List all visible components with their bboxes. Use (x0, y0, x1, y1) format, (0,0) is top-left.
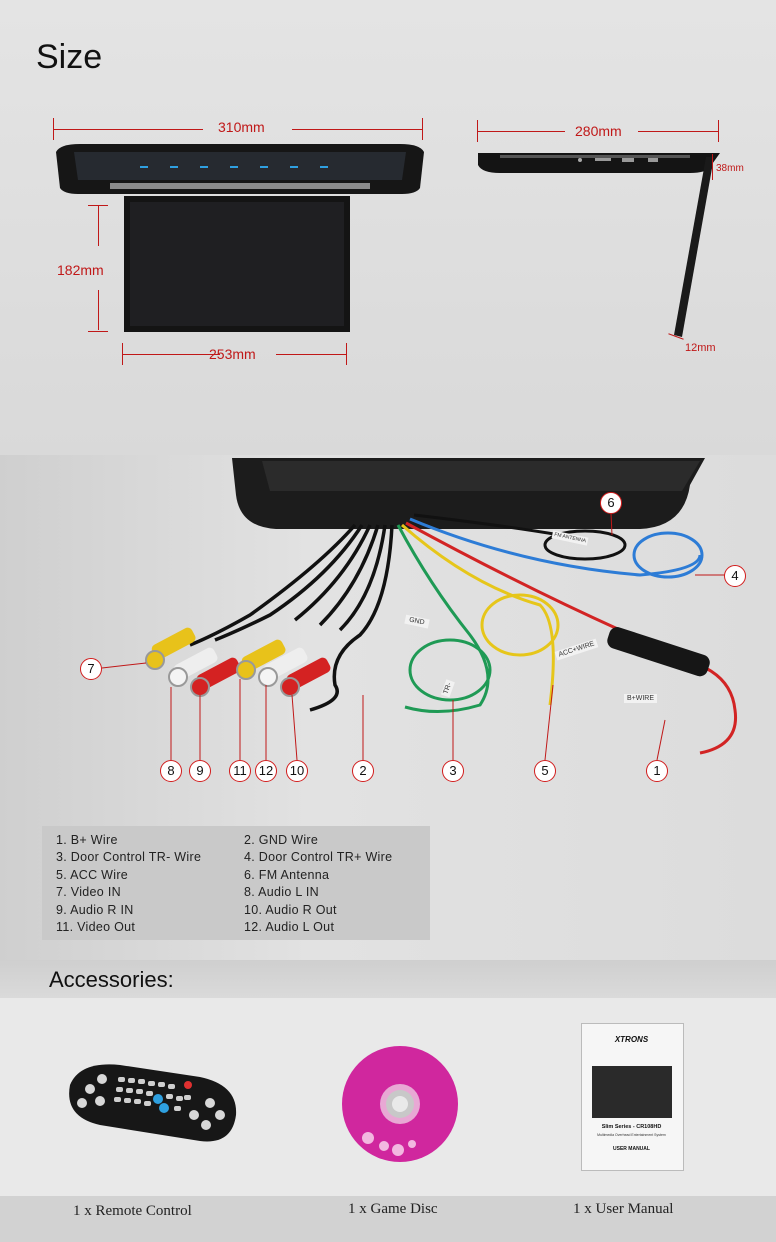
dim-tick (346, 343, 347, 365)
front-view-device (56, 144, 424, 332)
callout-5: 5 (534, 760, 556, 782)
dim-line (98, 290, 99, 330)
caption-manual: 1 x User Manual (573, 1201, 674, 1217)
legend-item: 11. Video Out (56, 920, 136, 934)
dim-tick (718, 120, 719, 142)
callout-3: 3 (442, 760, 464, 782)
legend-item: 3. Door Control TR- Wire (56, 850, 202, 864)
callout-11: 11 (229, 760, 251, 782)
dim-tick (53, 118, 54, 140)
dim-front-height: 182mm (57, 262, 104, 278)
dim-line (98, 206, 99, 246)
accessories-caption-band (0, 1196, 776, 1242)
dim-front-width: 310mm (218, 119, 265, 135)
manual-subtitle: Multimedia Overhead Entertainment System (597, 1133, 666, 1137)
legend-item: 9. Audio R IN (56, 903, 134, 917)
wire-legend (42, 826, 430, 940)
callout-2: 2 (352, 760, 374, 782)
dim-screen-width: 253mm (209, 346, 256, 362)
callout-10: 10 (286, 760, 308, 782)
caption-remote: 1 x Remote Control (73, 1203, 192, 1219)
legend-item: 12. Audio L Out (244, 920, 335, 934)
callout-9: 9 (189, 760, 211, 782)
dim-side-depth: 38mm (716, 163, 744, 174)
dim-line (53, 129, 203, 130)
dim-panel-thickness: 12mm (685, 342, 716, 354)
legend-item: 7. Video IN (56, 885, 121, 899)
callout-7: 7 (80, 658, 102, 680)
accessories-header-band (0, 960, 776, 998)
dim-tick (422, 118, 423, 140)
dim-tick (122, 343, 123, 365)
manual-brand: XTRONS (614, 1035, 649, 1044)
dim-side-width: 280mm (575, 123, 622, 139)
dim-line (477, 131, 565, 132)
legend-item: 4. Door Control TR+ Wire (244, 850, 393, 864)
manual-cover-photo (592, 1066, 672, 1118)
dim-line (122, 354, 220, 355)
dim-line (276, 354, 346, 355)
callout-12: 12 (255, 760, 277, 782)
wiring-illustration (101, 458, 738, 761)
size-title: Size (36, 38, 103, 76)
game-disc-image (342, 1046, 458, 1162)
legend-item: 6. FM Antenna (244, 868, 330, 882)
legend-item: 10. Audio R Out (244, 903, 337, 917)
side-view-device (478, 153, 720, 337)
legend-item: 1. B+ Wire (56, 833, 118, 847)
callout-1: 1 (646, 760, 668, 782)
manual-series: Slim Series - CR108HD (601, 1124, 662, 1130)
caption-disc: 1 x Game Disc (348, 1201, 438, 1217)
remote-control-image (69, 1064, 237, 1142)
callout-8: 8 (160, 760, 182, 782)
accessories-title: Accessories: (49, 967, 174, 992)
dim-tick (88, 331, 108, 332)
tag-bplus: B+WIRE (624, 694, 658, 703)
legend-item: 5. ACC Wire (56, 868, 129, 882)
dim-line (638, 131, 718, 132)
dim-tick (712, 154, 713, 180)
dim-line (292, 129, 422, 130)
legend-item: 2. GND Wire (244, 833, 319, 847)
dim-tick (88, 205, 108, 206)
callout-4: 4 (724, 565, 746, 587)
callout-6: 6 (600, 492, 622, 514)
dim-tick (477, 120, 478, 142)
legend-item: 8. Audio L IN (244, 885, 320, 899)
manual-label: USER MANUAL (613, 1146, 650, 1152)
